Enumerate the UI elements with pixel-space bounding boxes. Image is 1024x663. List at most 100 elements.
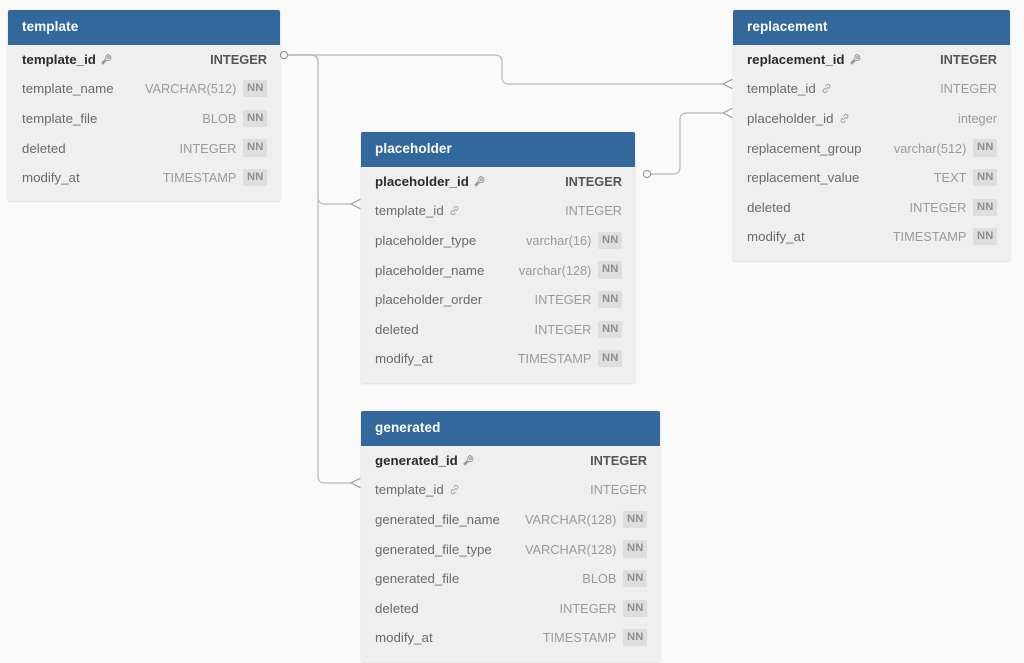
column-name: placeholder_id bbox=[747, 110, 834, 126]
column-name-cell: template_id bbox=[375, 203, 460, 218]
column-row[interactable]: replacement_id INTEGER bbox=[733, 45, 1010, 75]
key-icon bbox=[849, 53, 861, 65]
not-null-badge: NN bbox=[243, 80, 267, 98]
column-name-cell: placeholder_id bbox=[747, 111, 850, 126]
column-type-cell: INTEGER bbox=[565, 203, 622, 218]
column-name: placeholder_id bbox=[375, 173, 469, 189]
column-name-cell: deleted bbox=[747, 200, 791, 215]
key-icon bbox=[463, 454, 474, 466]
not-null-badge: NN bbox=[973, 228, 997, 246]
column-row[interactable]: placeholder_id INTEGER bbox=[361, 167, 635, 197]
column-row[interactable]: deleted INTEGER NN bbox=[733, 192, 1010, 222]
column-type-cell: INTEGER bbox=[210, 52, 267, 67]
column-type-cell: INTEGER bbox=[590, 453, 647, 468]
entity-title-generated: generated bbox=[361, 411, 660, 446]
column-type: INTEGER bbox=[565, 173, 622, 189]
entity-title-template: template bbox=[8, 10, 280, 45]
column-name: deleted bbox=[22, 140, 66, 156]
column-name: template_file bbox=[22, 110, 98, 126]
entity-title-replacement: replacement bbox=[733, 10, 1010, 45]
column-type: varchar(16) bbox=[526, 232, 592, 248]
column-type: INTEGER bbox=[940, 81, 997, 97]
column-name-cell: placeholder_id bbox=[375, 174, 485, 189]
column-type: INTEGER bbox=[909, 199, 967, 215]
column-type-cell: INTEGER NN bbox=[909, 198, 997, 216]
column-name: replacement_id bbox=[747, 51, 845, 67]
column-type-cell: VARCHAR(128) NN bbox=[524, 540, 647, 558]
column-type-cell: TIMESTAMP NN bbox=[542, 629, 647, 647]
link-icon bbox=[839, 113, 850, 124]
column-name: template_id bbox=[375, 482, 444, 498]
column-type: TIMESTAMP bbox=[542, 630, 617, 646]
not-null-badge: NN bbox=[623, 540, 647, 558]
column-name: deleted bbox=[375, 600, 419, 616]
column-name: replacement_value bbox=[747, 170, 860, 186]
link-icon bbox=[449, 484, 460, 495]
relationship-template-generated bbox=[288, 54, 361, 489]
column-name-cell: generated_id bbox=[375, 453, 474, 468]
column-row[interactable]: generated_id INTEGER bbox=[361, 446, 660, 476]
column-name: generated_file bbox=[375, 571, 460, 587]
column-name-cell: template_file bbox=[22, 111, 97, 126]
column-name-cell: template_id bbox=[22, 52, 112, 67]
key-icon bbox=[474, 175, 485, 187]
column-type-cell: INTEGER bbox=[565, 174, 622, 189]
column-row[interactable]: template_name VARCHAR(512) NN bbox=[8, 74, 280, 104]
column-type: INTEGER bbox=[590, 452, 647, 468]
column-type-cell: INTEGER NN bbox=[534, 291, 622, 309]
column-type: TIMESTAMP bbox=[162, 170, 237, 186]
column-row[interactable]: modify_at TIMESTAMP NN bbox=[361, 623, 660, 653]
column-row[interactable]: template_id INTEGER bbox=[8, 45, 280, 75]
column-row[interactable]: template_id INTEGER bbox=[733, 74, 1010, 104]
column-name-cell: deleted bbox=[22, 141, 66, 156]
column-type: VARCHAR(128) bbox=[524, 541, 617, 557]
not-null-badge: NN bbox=[598, 320, 622, 338]
link-icon bbox=[821, 83, 832, 94]
column-row[interactable]: template_id INTEGER bbox=[361, 196, 635, 226]
column-type: INTEGER bbox=[534, 321, 592, 337]
column-type-cell: INTEGER bbox=[590, 482, 647, 497]
not-null-badge: NN bbox=[973, 198, 997, 216]
column-name: generated_id bbox=[375, 452, 458, 468]
not-null-badge: NN bbox=[598, 291, 622, 309]
column-name: template_name bbox=[22, 81, 114, 97]
column-type-cell: INTEGER bbox=[940, 52, 997, 67]
column-type: TEXT bbox=[933, 170, 967, 186]
relationship-template-replacement bbox=[288, 54, 733, 90]
column-name-cell: placeholder_order bbox=[375, 292, 482, 307]
column-type: BLOB bbox=[202, 110, 237, 126]
column-name: template_id bbox=[375, 203, 444, 219]
entity-template[interactable]: template template_id INTEGER template_name V… bbox=[8, 10, 280, 202]
column-row[interactable]: template_id INTEGER bbox=[361, 475, 660, 505]
column-name-cell: generated_file_type bbox=[375, 542, 492, 557]
column-name-cell: modify_at bbox=[747, 229, 805, 244]
column-name: modify_at bbox=[375, 630, 433, 646]
column-row[interactable]: placeholder_order INTEGER NN bbox=[361, 285, 635, 315]
not-null-badge: NN bbox=[623, 629, 647, 647]
column-type: INTEGER bbox=[534, 292, 592, 308]
column-name: template_id bbox=[747, 81, 816, 97]
column-type: VARCHAR(512) bbox=[144, 81, 237, 97]
column-row[interactable]: generated_file_type VARCHAR(128) NN bbox=[361, 534, 660, 564]
